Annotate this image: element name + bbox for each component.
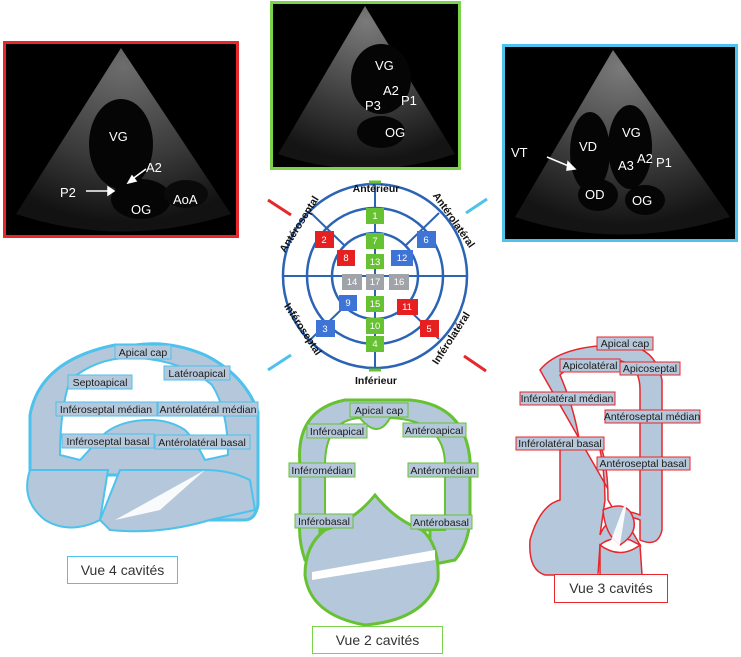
echo4-aoa-label: AoA xyxy=(173,192,198,207)
echo3-a3-label: A3 xyxy=(618,158,634,173)
label-4c-inferoseptal-basal: Inféroseptal basal xyxy=(67,436,150,448)
segment-11-label: 11 xyxy=(402,302,412,313)
echo3-a2-label: A2 xyxy=(637,151,653,166)
four-chamber-valve xyxy=(115,470,205,520)
segment-14-label: 14 xyxy=(347,277,358,288)
segment-3 xyxy=(316,320,335,337)
inferior-label: Inférieur xyxy=(355,375,397,387)
bullseye-plot: 1 7 13 17 15 10 4 2 8 14 9 3 6 xyxy=(267,180,488,387)
anterior-label: Antérieur xyxy=(353,183,400,195)
segment-16 xyxy=(389,274,409,290)
segment-4-label: 4 xyxy=(372,339,377,350)
label-4c-anterolateral-median: Antérolatéral médian xyxy=(160,404,257,416)
label-4c-lateroapical: Latéroapical xyxy=(168,368,225,380)
echo2-og-label: OG xyxy=(385,125,405,140)
segment-3-label: 3 xyxy=(322,324,327,335)
segment-2 xyxy=(315,231,334,248)
anterolateral-label: Antérolatéral xyxy=(430,190,477,250)
label-3c-inferolateral-basal: Inférolatéral basal xyxy=(518,438,601,450)
echo2-p3-label: P3 xyxy=(365,98,381,113)
segment-6 xyxy=(417,231,436,248)
caption-two-chamber: Vue 2 cavités xyxy=(312,626,443,654)
two-chamber-labels: Apical cap Inféroapical Antéroapical Inf… xyxy=(288,402,479,530)
segment-12 xyxy=(391,250,413,266)
segment-7-label: 7 xyxy=(372,236,377,247)
echo4-p2-label: P2 xyxy=(60,185,76,200)
segment-7 xyxy=(366,233,384,249)
echo3-og-label: OG xyxy=(632,193,652,208)
four-chamber-labels: Apical cap Septoapical Latéroapical Infé… xyxy=(55,344,259,450)
segment-13-label: 13 xyxy=(370,257,381,268)
label-4c-apical-cap: Apical cap xyxy=(119,347,168,359)
echo3-vd-label: VD xyxy=(579,139,597,154)
four-chamber-ra xyxy=(26,469,110,529)
segment-5-label: 5 xyxy=(426,324,431,335)
label-3c-apical-cap: Apical cap xyxy=(601,338,650,350)
anteroseptal-marker xyxy=(267,198,292,217)
echo-image-four-chamber: VG A2 P2 OG AoA xyxy=(3,41,239,238)
label-3c-anteroseptal-median: Antéroseptal médian xyxy=(604,411,700,423)
three-chamber-outflow xyxy=(599,543,643,581)
segment-15 xyxy=(366,296,384,312)
segment-14 xyxy=(342,274,362,290)
segment-15-label: 15 xyxy=(370,299,381,310)
echo4-arrows xyxy=(86,168,147,197)
four-chamber-la xyxy=(98,469,257,533)
echo-image-two-chamber: VG A2 P3 P1 OG xyxy=(270,1,461,170)
segment-17-label: 17 xyxy=(370,277,381,288)
segment-4 xyxy=(366,336,384,352)
label-2c-anteromedian: Antéromédian xyxy=(410,465,476,477)
segment-6-label: 6 xyxy=(423,235,428,246)
label-2c-anterobasal: Antérobasal xyxy=(413,517,469,529)
segment-5 xyxy=(420,320,439,337)
label-4c-septoapical: Septoapical xyxy=(73,377,128,389)
segment-12-label: 12 xyxy=(397,253,408,264)
echo3-arrow xyxy=(546,156,577,171)
label-3c-inferolateral-median: Inférolatéral médian xyxy=(521,393,614,405)
caption-three-chamber: Vue 3 cavités xyxy=(554,574,668,603)
label-2c-inferoapical: Inféroapical xyxy=(310,426,364,438)
segment-9-label: 9 xyxy=(345,298,350,309)
echo4-a2-label: A2 xyxy=(146,160,162,175)
segment-11 xyxy=(397,299,418,315)
segment-1-label: 1 xyxy=(372,211,377,222)
label-2c-inferomedian: Inféromédian xyxy=(291,465,352,477)
caption-four-chamber: Vue 4 cavités xyxy=(67,556,178,584)
anterolateral-marker xyxy=(465,197,488,215)
two-chamber-valve xyxy=(312,550,435,580)
segment-2-label: 2 xyxy=(321,235,326,246)
segment-8-label: 8 xyxy=(343,253,348,264)
segment-8 xyxy=(337,250,355,266)
segment-9 xyxy=(339,295,357,311)
echo2-a2-label: A2 xyxy=(383,83,399,98)
label-2c-inferobasal: Inférobasal xyxy=(298,516,350,528)
echo4-vg-label: VG xyxy=(109,129,128,144)
echo2-vg-label: VG xyxy=(375,58,394,73)
segment-17 xyxy=(366,274,384,290)
three-chamber-labels: Apical cap Apicolatéral Apicoseptal Infé… xyxy=(515,336,701,471)
echo3-od-label: OD xyxy=(585,187,605,202)
label-3c-apicolateral: Apicolatéral xyxy=(563,360,618,372)
label-3c-apicoseptal: Apicoseptal xyxy=(623,363,677,375)
inferoseptal-marker xyxy=(267,353,292,372)
bullseye-segments: 1 7 13 17 15 10 4 2 8 14 9 3 6 xyxy=(315,208,439,352)
segment-10-label: 10 xyxy=(370,321,381,332)
segment-16-label: 16 xyxy=(394,277,405,288)
label-3c-anteroseptal-basal: Antéroseptal basal xyxy=(600,458,687,470)
echo3-vg-label: VG xyxy=(622,125,641,140)
label-4c-anterolateral-basal: Antérolatéral basal xyxy=(158,437,246,449)
echo3-p1-label: P1 xyxy=(656,155,672,170)
segment-13 xyxy=(366,254,384,269)
echo3-vt-label: VT xyxy=(511,145,528,160)
echo4-og-label: OG xyxy=(131,202,151,217)
label-2c-anteroapical: Antéroapical xyxy=(405,425,463,437)
echo2-p1-label: P1 xyxy=(401,93,417,108)
label-2c-apical-cap: Apical cap xyxy=(355,405,404,417)
inferolateral-marker xyxy=(463,354,487,373)
segment-1 xyxy=(366,208,384,224)
label-4c-inferoseptal-median: Inféroseptal médian xyxy=(60,404,152,416)
echo-image-three-chamber: VT VD VG A3 A2 P1 OD OG xyxy=(502,44,738,242)
segment-10 xyxy=(366,318,384,334)
